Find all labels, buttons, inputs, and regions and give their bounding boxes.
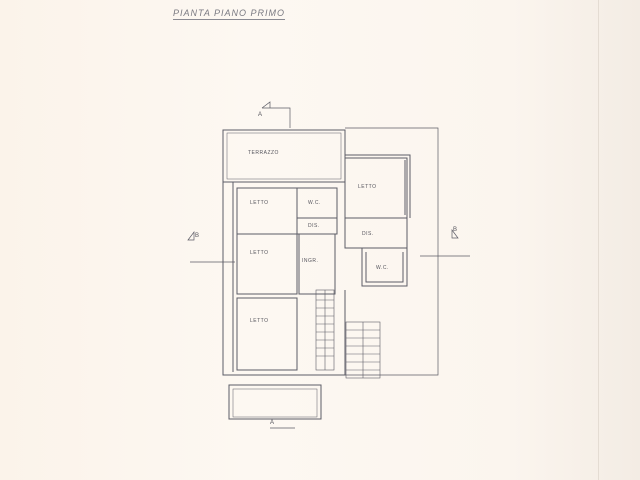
drawing-title: PIANTA PIANO PRIMO: [173, 8, 286, 20]
label-dis-2: DIS.: [362, 231, 374, 237]
room-letto-s: [236, 297, 298, 371]
terrace: [222, 129, 346, 183]
balcony: [228, 384, 322, 420]
section-b-right: B: [453, 227, 458, 233]
section-a-bottom: A: [270, 420, 275, 426]
outer-wall: [222, 154, 411, 376]
label-dis-1: DIS.: [308, 223, 320, 229]
room-dis-2: [344, 217, 408, 249]
room-ingr: [298, 233, 336, 295]
room-letto-w: [236, 233, 298, 295]
label-letto-s: LETTO: [250, 318, 269, 324]
label-terrazzo: TERRAZZO: [248, 150, 279, 156]
label-wc-1: W.C.: [308, 200, 321, 206]
label-letto-n: LETTO: [250, 200, 269, 206]
label-letto-ne: LETTO: [358, 184, 377, 190]
label-wc-2: W.C.: [376, 265, 389, 271]
section-b-left: B: [195, 233, 200, 239]
stairs-1: [315, 289, 335, 371]
stairs-2: [345, 321, 381, 379]
label-letto-w: LETTO: [250, 250, 269, 256]
label-ingr: INGR.: [302, 258, 319, 264]
lot-boundary: [345, 127, 439, 376]
paper-edge: [598, 0, 599, 480]
room-wc-2: [361, 248, 408, 287]
section-line-a: [261, 101, 295, 429]
section-a-top: A: [258, 112, 263, 118]
section-line-b: [187, 228, 470, 263]
room-letto-n: [236, 187, 298, 235]
